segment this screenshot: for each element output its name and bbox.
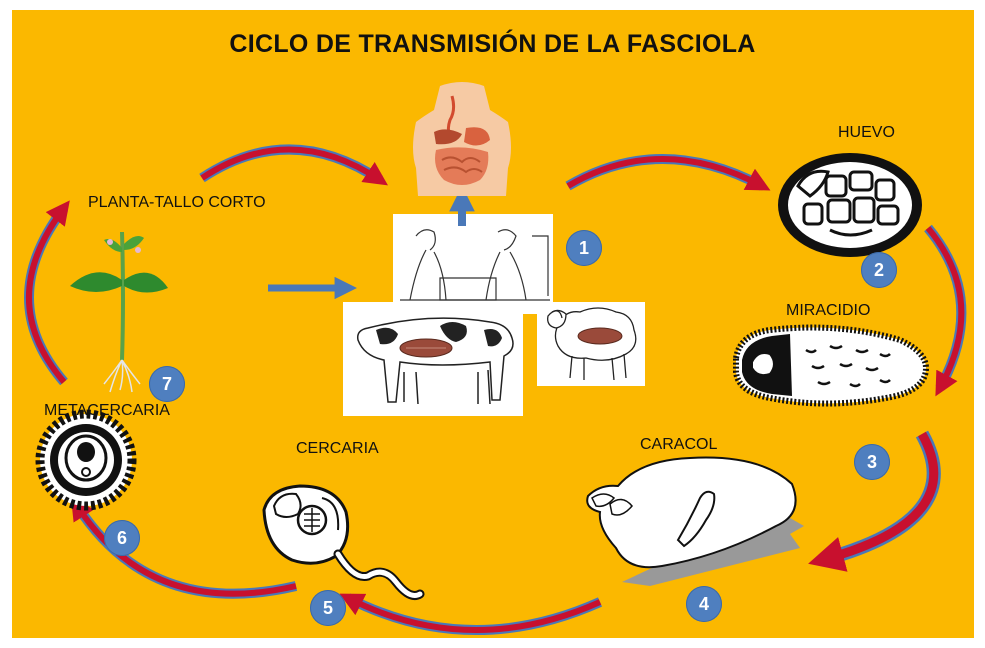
cercaria-icon xyxy=(262,484,425,600)
step-badge-7: 7 xyxy=(149,366,185,402)
human-torso-icon xyxy=(413,82,511,196)
arrow-cercaria-to-metacercaria xyxy=(70,495,298,599)
label-cercaria: CERCARIA xyxy=(296,440,379,457)
arrow-metacercaria-to-plant xyxy=(24,200,70,386)
snail-icon xyxy=(586,456,804,586)
sheep-icon xyxy=(547,307,637,381)
label-huevo: HUEVO xyxy=(838,124,895,141)
label-planta: PLANTA-TALLO CORTO xyxy=(88,194,266,211)
doctor-consultation-icon xyxy=(400,229,550,301)
cow-icon xyxy=(356,317,514,405)
arrow-miracidium-to-snail xyxy=(808,430,941,572)
label-caracol: CARACOL xyxy=(640,436,718,453)
step-badge-5: 5 xyxy=(310,590,346,626)
miracidium-icon xyxy=(733,324,930,407)
arrow-egg-to-miracidium xyxy=(924,224,967,397)
diagram-title: CICLO DE TRANSMISIÓN DE LA FASCIOLA xyxy=(229,30,756,58)
step-badge-6: 6 xyxy=(104,520,140,556)
label-miracidio: MIRACIDIO xyxy=(786,302,871,319)
metacercaria-icon xyxy=(35,409,137,511)
plant-icon xyxy=(70,231,168,393)
egg-icon xyxy=(778,153,922,257)
label-metacercaria: METACERCARIA xyxy=(44,402,170,419)
step-badge-4: 4 xyxy=(686,586,722,622)
step-badge-1: 1 xyxy=(566,230,602,266)
arrow-snail-to-cercaria xyxy=(339,593,603,636)
arrow-plant-to-human xyxy=(199,144,388,186)
step-badge-3: 3 xyxy=(854,444,890,480)
arrow-human-to-egg xyxy=(565,154,771,191)
step-badge-2: 2 xyxy=(861,252,897,288)
